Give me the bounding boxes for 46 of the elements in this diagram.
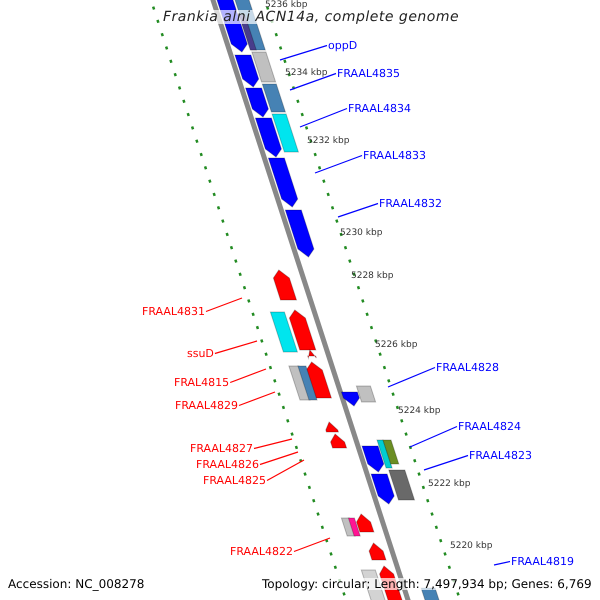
- leader-line: [280, 44, 328, 61]
- leader-line: [338, 202, 378, 218]
- gene-label: FRAAL4822: [230, 546, 294, 557]
- gene-label: FRAL4815: [174, 377, 230, 388]
- scale-label: 5236 kbp: [265, 1, 308, 10]
- scale-label: 5220 kbp: [450, 542, 492, 551]
- leader-line: [294, 537, 330, 552]
- leader-line: [410, 426, 458, 448]
- title: Frankia alni ACN14a, complete genome: [163, 10, 460, 24]
- footer-text: Topology: circular; Length: 7,497,934 bp; Genes: 6,769: [262, 578, 592, 590]
- gene-label: FRAAL4819: [511, 556, 574, 567]
- leader-line: [230, 368, 266, 384]
- leader-line: [300, 108, 348, 128]
- leader-line: [214, 340, 258, 354]
- leader-line: [266, 459, 304, 482]
- gene-label: FRAAL4824: [458, 421, 522, 432]
- leader-line: [206, 297, 242, 312]
- leader-line: [494, 560, 510, 566]
- gene-label: FRAAL4823: [469, 450, 532, 461]
- scale-label: 5228 kbp: [351, 272, 394, 281]
- gene-label: FRAAL4832: [379, 198, 442, 209]
- gene-label: FRAAL4834: [348, 103, 412, 114]
- gene-label: FRAAL4826: [196, 459, 260, 470]
- scale-label: 5232 kbp: [307, 137, 350, 146]
- leader-line: [314, 154, 362, 174]
- leader-line: [290, 72, 336, 91]
- scale-label: 5222 kbp: [428, 480, 470, 489]
- leader-line: [254, 438, 292, 450]
- gene-label: FRAAL4828: [436, 362, 500, 373]
- scale-label: 5234 kbp: [285, 69, 328, 78]
- leader-line: [424, 454, 468, 471]
- gene-label: FRAAL4831: [142, 306, 206, 317]
- gene-label: FRAAL4825: [203, 475, 266, 486]
- scale-label: 5224 kbp: [398, 407, 440, 416]
- gene-label: FRAAL4827: [190, 443, 254, 454]
- gene-label: FRAAL4833: [363, 150, 426, 161]
- leader-line: [260, 451, 298, 466]
- scale-label: 5230 kbp: [340, 229, 382, 238]
- gene-label: ssuD: [187, 348, 214, 359]
- gene-label: FRAAL4829: [175, 400, 238, 411]
- gene-label: oppD: [328, 40, 358, 51]
- leader-line: [388, 366, 436, 388]
- footer-text: Accession: NC_008278: [8, 578, 144, 590]
- scale-label: 5226 kbp: [375, 341, 418, 350]
- leader-line: [238, 391, 276, 406]
- gene-label: FRAAL4835: [337, 68, 400, 79]
